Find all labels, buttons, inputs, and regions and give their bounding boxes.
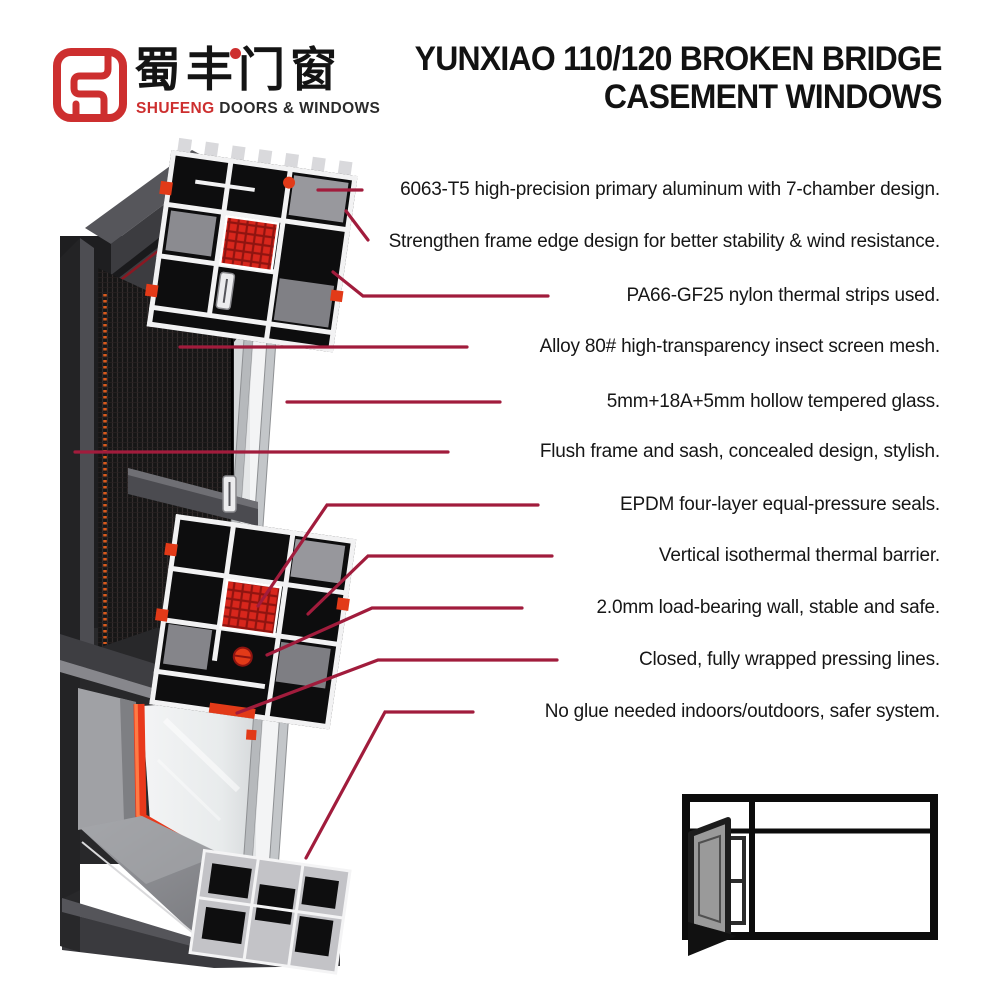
head-profile-cross-section xyxy=(144,137,358,353)
nylon-thermal-strip-top xyxy=(218,214,280,273)
shufeng-logo-icon xyxy=(53,48,127,122)
leader-line-3 xyxy=(331,270,550,298)
feature-label-nylon-strips: PA66-GF25 nylon thermal strips used. xyxy=(626,285,941,306)
leader-line-2 xyxy=(344,209,370,242)
brand-english-primary: SHUFENG xyxy=(136,100,215,117)
feature-label-load-wall: 2.0mm load-bearing wall, stable and safe… xyxy=(596,597,941,618)
leader-line-11 xyxy=(304,710,475,860)
lower-glass-pane xyxy=(142,698,256,886)
window-schematic xyxy=(682,794,938,956)
feature-label-pressing-lines: Closed, fully wrapped pressing lines. xyxy=(639,649,940,670)
feature-label-tempered-glass: 5mm+18A+5mm hollow tempered glass. xyxy=(606,391,940,412)
page-title-line1: YUNXIAO 110/120 BROKEN BRIDGE xyxy=(414,40,943,78)
outer-frame-jamb xyxy=(60,238,94,914)
transom-profile-cross-section xyxy=(149,514,357,730)
feature-label-flush-frame: Flush frame and sash, concealed design, … xyxy=(539,441,940,462)
feature-label-frame-edge: Strengthen frame edge design for better … xyxy=(388,231,941,252)
screen-crossbar xyxy=(128,468,258,526)
brand-english-name: SHUFENG DOORS & WINDOWS xyxy=(136,100,380,118)
lower-reveal-wall xyxy=(78,688,140,830)
leader-line-10 xyxy=(235,658,559,715)
feature-label-no-glue: No glue needed indoors/outdoors, safer s… xyxy=(544,701,941,722)
sill-profile-cross-section xyxy=(188,848,352,975)
page-title-line2: CASEMENT WINDOWS xyxy=(604,78,942,116)
feature-label-screen-mesh: Alloy 80# high-transparency insect scree… xyxy=(539,336,941,357)
feature-label-epdm-seals: EPDM four-layer equal-pressure seals. xyxy=(620,494,940,515)
logo-red-dot xyxy=(230,48,241,59)
feature-label-aluminum: 6063-T5 high-precision primary aluminum … xyxy=(400,179,940,200)
leader-line-8 xyxy=(306,554,554,616)
feature-label-thermal-barrier: Vertical isothermal thermal barrier. xyxy=(658,545,940,566)
brand-english-secondary: DOORS & WINDOWS xyxy=(214,100,381,117)
leader-line-7 xyxy=(256,503,540,608)
schematic-swing-foot xyxy=(688,922,737,956)
page-title: YUNXIAO 110/120 BROKEN BRIDGE CASEMENT W… xyxy=(414,40,943,116)
brand-logo: 蜀丰门窗 SHUFENG DOORS & WINDOWS xyxy=(52,42,380,128)
leader-line-9 xyxy=(265,606,524,657)
leader-lines xyxy=(73,188,559,860)
window-cross-section-illustration xyxy=(60,137,358,975)
